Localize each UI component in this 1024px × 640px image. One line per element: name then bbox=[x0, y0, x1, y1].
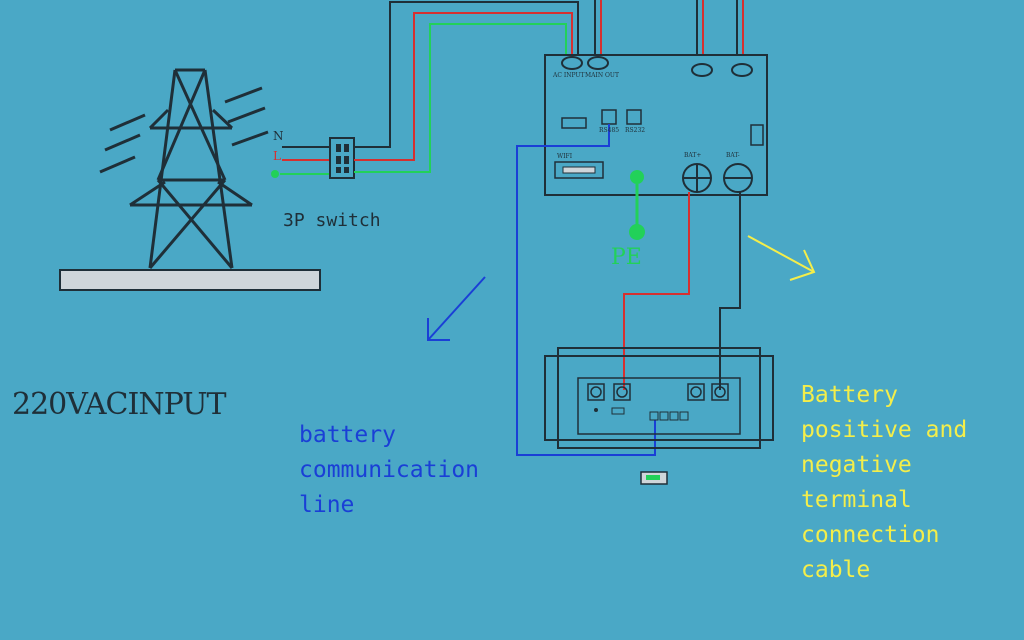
battery-terminals bbox=[587, 383, 729, 401]
bat-neg-terminal bbox=[723, 163, 753, 193]
battery-positive-cable bbox=[623, 192, 690, 390]
rj45-contacts bbox=[646, 475, 660, 480]
rs232-port bbox=[626, 109, 642, 125]
ac-input-terminal bbox=[561, 56, 583, 70]
battery-cable-label: Battery positive and negative terminal c… bbox=[801, 382, 968, 583]
communication-line-label: battery communication line bbox=[299, 422, 480, 518]
power-switch bbox=[750, 124, 764, 146]
yellow-arrow-icon bbox=[747, 235, 816, 281]
pe-label: PE bbox=[611, 245, 642, 270]
pv-terminal-2 bbox=[731, 63, 753, 77]
main-out-terminal bbox=[587, 56, 609, 70]
battery-negative-cable bbox=[719, 192, 741, 390]
live-wire-ac bbox=[354, 12, 573, 161]
wifi-slot bbox=[562, 166, 596, 174]
tower-hatch-marks bbox=[99, 86, 269, 174]
battery-pack-outer bbox=[544, 355, 774, 441]
neutral-wire-ac bbox=[354, 1, 579, 148]
ground-base bbox=[59, 269, 321, 291]
live-label: L bbox=[273, 149, 281, 163]
blue-arrow-icon bbox=[427, 276, 486, 341]
wifi-port bbox=[554, 161, 604, 179]
communication-cable bbox=[516, 124, 656, 456]
dip-switch bbox=[561, 117, 587, 129]
ac-input-title: 220VACINPUT bbox=[12, 387, 227, 422]
wifi-label: WIFI bbox=[557, 153, 573, 160]
battery-pack-inner bbox=[557, 347, 761, 449]
bat-pos-terminal bbox=[682, 163, 712, 193]
three-pole-switch bbox=[329, 137, 355, 179]
transmission-tower-icon bbox=[129, 68, 253, 269]
main-out-label: MAIN OUT bbox=[585, 72, 619, 79]
battery-front-panel bbox=[577, 377, 741, 435]
pe-ground-dot bbox=[629, 224, 645, 240]
battery-led bbox=[594, 408, 598, 412]
rs232-label: RS232 bbox=[625, 127, 646, 134]
bat-pos-label: BAT+ bbox=[684, 152, 702, 159]
ac-input-label: AC INPUT bbox=[553, 72, 585, 79]
pv-terminal-1 bbox=[691, 63, 713, 77]
earth-input-dot bbox=[271, 170, 279, 178]
earth-wire-ac bbox=[354, 23, 567, 173]
battery-ports bbox=[611, 407, 689, 421]
pe-terminal bbox=[630, 170, 644, 184]
switch-label: 3P switch bbox=[283, 210, 381, 231]
neutral-label: N bbox=[273, 129, 284, 143]
rs485-label: RS485 bbox=[599, 127, 620, 134]
bat-neg-label: BAT- bbox=[726, 152, 740, 159]
